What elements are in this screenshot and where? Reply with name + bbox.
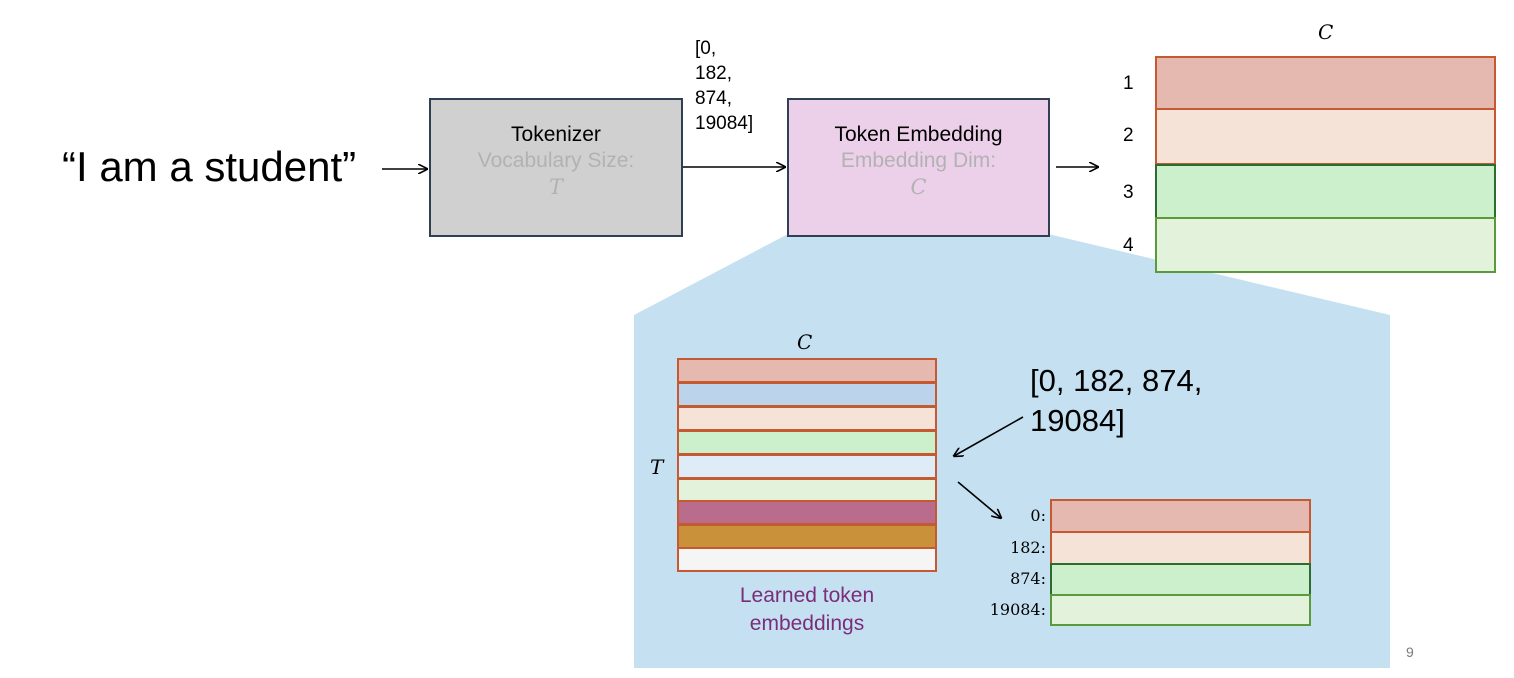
lookup-ids: [0, 182, 874, 19084] [1030,361,1202,441]
token-id: 182, [695,63,732,84]
table-caption-line2: embeddings [749,612,865,635]
lookup-index-label: 182: [1010,538,1046,557]
tokenizer-subtitle: Vocabulary Size: [477,149,635,172]
table-row [677,358,937,383]
embedding-var: C [910,175,927,199]
output-row-3 [1155,164,1496,219]
table-col-label: C [797,330,813,354]
embedding-title: Token Embedding [834,123,1003,146]
table-row [677,406,937,431]
tokenizer-var: T [548,175,563,199]
embedding-subtitle: Embedding Dim: [840,149,997,172]
lookup-row-4 [1050,594,1311,626]
output-row-4 [1155,217,1496,273]
lookup-row-3 [1050,563,1311,597]
page-number: 9 [1406,644,1414,660]
tokenizer-box: Tokenizer Vocabulary Size: T [429,98,683,237]
arrow-ids-to-table [954,416,1024,456]
table-row [677,500,937,525]
lookup-ids-line1: [0, 182, 874, [1030,363,1203,398]
token-embedding-box: Token Embedding Embedding Dim: C [787,98,1050,237]
arrow-table-to-lookup [957,481,1001,518]
table-caption-line1: Learned token [739,584,875,607]
table-row [677,430,937,455]
output-row-2 [1155,108,1496,165]
table-row [677,524,937,549]
output-row-label: 2 [1123,125,1134,146]
lookup-index-label: 19084: [989,600,1046,619]
lookup-ids-line2: 19084] [1030,403,1125,438]
token-id: 19084] [695,113,754,134]
tokenizer-title: Tokenizer [511,123,601,146]
table-caption: Learned token embeddings [677,582,937,638]
table-row [677,382,937,407]
output-row-1 [1155,56,1496,110]
lookup-index-label: 0: [1030,506,1046,525]
table-row [677,454,937,479]
token-id: 874, [695,88,732,109]
lookup-row-2 [1050,531,1311,565]
table-row [677,547,937,572]
output-row-label: 3 [1123,182,1134,203]
lookup-row-1 [1050,499,1311,533]
lookup-index-label: 874: [1010,569,1046,588]
input-text: “I am a student” [62,143,357,190]
output-row-label: 1 [1123,73,1134,94]
table-row-label: T [650,455,664,479]
output-col-label: C [1318,20,1334,44]
output-row-label: 4 [1123,235,1134,256]
token-id: [0, [695,38,717,59]
token-ids-stacked: [0, 182, 874, 19084] [695,36,753,136]
